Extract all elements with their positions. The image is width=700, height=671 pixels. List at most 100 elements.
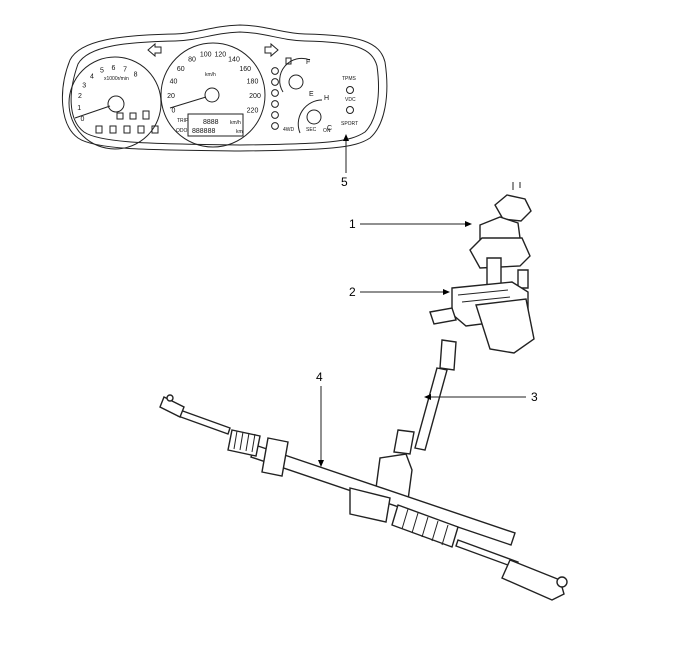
tachometer-tick-8: 8 [134, 72, 138, 79]
on-indicator: ON [323, 128, 331, 134]
callout-2-arrowhead [443, 289, 450, 295]
temp-gauge-arc [297, 99, 323, 134]
right-boot-ribs [401, 508, 449, 546]
tpms-indicator: TPMS [342, 76, 357, 82]
upper-universal-joint [439, 339, 457, 371]
speedometer-tick-80: 80 [188, 57, 196, 64]
battery-icon [129, 112, 137, 120]
rack-mount-clamp [349, 487, 391, 523]
intermediate-shaft [393, 339, 457, 455]
callout-1-label: 1 [349, 217, 356, 231]
speedometer-tick-120: 120 [214, 52, 226, 59]
engine-check-icon [142, 110, 150, 120]
odometer-display [187, 113, 244, 137]
odo-unit: km [236, 129, 243, 135]
eps-motor-body [475, 298, 535, 354]
callout-4-label: 4 [316, 370, 323, 384]
tachometer-needle [74, 105, 111, 119]
turn-signal-left-icon [147, 42, 162, 58]
left-boot-ribs [233, 430, 256, 453]
left-tie-rod [177, 409, 231, 435]
door-open-icon [137, 125, 145, 134]
left-ball-joint [166, 394, 174, 402]
sport-lamp-icon [346, 106, 354, 114]
speedometer-tick-220: 220 [247, 107, 259, 114]
vdc-indicator: VDC [345, 97, 356, 103]
callout-3-arrowhead [424, 394, 431, 400]
steering-column [469, 182, 532, 289]
speedometer-tick-180: 180 [247, 79, 259, 86]
speedometer-tick-100: 100 [200, 52, 212, 59]
temp-gauge-hub [306, 109, 322, 125]
odo-label: ODO [176, 128, 188, 134]
tachometer-tick-5: 5 [100, 67, 104, 74]
speedometer-needle [169, 96, 207, 109]
speedometer-tick-0: 0 [172, 107, 176, 114]
warning-lamp-3-icon [271, 89, 279, 97]
speedometer-tick-40: 40 [170, 79, 178, 86]
column-connector [517, 269, 529, 289]
trunk-open-icon [151, 125, 159, 134]
sec-indicator: SEC [306, 127, 317, 133]
temp-gauge: H C [297, 95, 332, 134]
warning-lamp-column [271, 67, 279, 130]
speedometer-tick-160: 160 [239, 66, 251, 73]
fuel-gauge: F E [279, 57, 314, 98]
left-tie-rod-end [159, 396, 185, 418]
sport-indicator: SPORT [341, 121, 358, 127]
right-ball-joint [556, 576, 568, 588]
seatbelt-icon [95, 125, 103, 134]
tachometer-tick-4: 4 [90, 73, 94, 80]
eps-motor-unit [429, 281, 535, 354]
column-top-bolts [512, 182, 521, 190]
steering-gear [159, 394, 568, 601]
trip-digits: 8888 [203, 119, 219, 126]
callout-1-arrowhead [465, 221, 472, 227]
turn-signal-right-icon [264, 42, 279, 58]
tachometer-face [68, 56, 162, 150]
abs-icon [123, 125, 131, 134]
column-mount-bracket [469, 237, 531, 269]
vdc-lamp-icon [346, 86, 354, 94]
callout-4-arrowhead [318, 460, 324, 467]
fuel-gauge-hub [288, 74, 304, 90]
trip-label: TRIP [177, 118, 189, 124]
tachometer-tick-0: 0 [80, 116, 84, 123]
bottom-warning-lamps [95, 110, 159, 134]
tachometer-tick-3: 3 [82, 82, 86, 89]
callout-2-label: 2 [349, 285, 356, 299]
airbag-icon [109, 125, 117, 134]
speedometer-tick-140: 140 [228, 57, 240, 64]
warning-lamp-5-icon [271, 111, 279, 119]
4wd-indicator: 4WD [283, 127, 295, 133]
right-tie-rod-end [501, 559, 565, 601]
tachometer-unit-label: x1000r/min [104, 76, 129, 82]
eps-housing-ribs [457, 289, 511, 303]
tachometer-tick-2: 2 [78, 93, 82, 100]
speedometer-tick-200: 200 [249, 93, 261, 100]
fuel-full-label: F [306, 59, 310, 66]
rack-mount-bracket [261, 437, 289, 477]
speedometer-hub [204, 87, 220, 103]
lower-universal-joint [393, 429, 415, 455]
speedometer-tick-60: 60 [177, 66, 185, 73]
tachometer-tick-1: 1 [77, 105, 81, 112]
warning-lamp-6-icon [271, 122, 279, 130]
warning-lamp-2-icon [271, 78, 279, 86]
fuel-gauge-arc [279, 57, 311, 93]
speedometer-tick-20: 20 [167, 93, 175, 100]
odo-digits: 888888 [192, 128, 215, 135]
fuel-empty-label: E [309, 91, 314, 98]
speedometer-face [160, 42, 266, 148]
callout-5-arrowhead [343, 134, 349, 141]
steering-assembly [159, 182, 568, 601]
trip-unit: km/h [230, 120, 241, 126]
cluster-inner-bezel [70, 31, 379, 146]
eps-mount-tab [429, 307, 457, 325]
